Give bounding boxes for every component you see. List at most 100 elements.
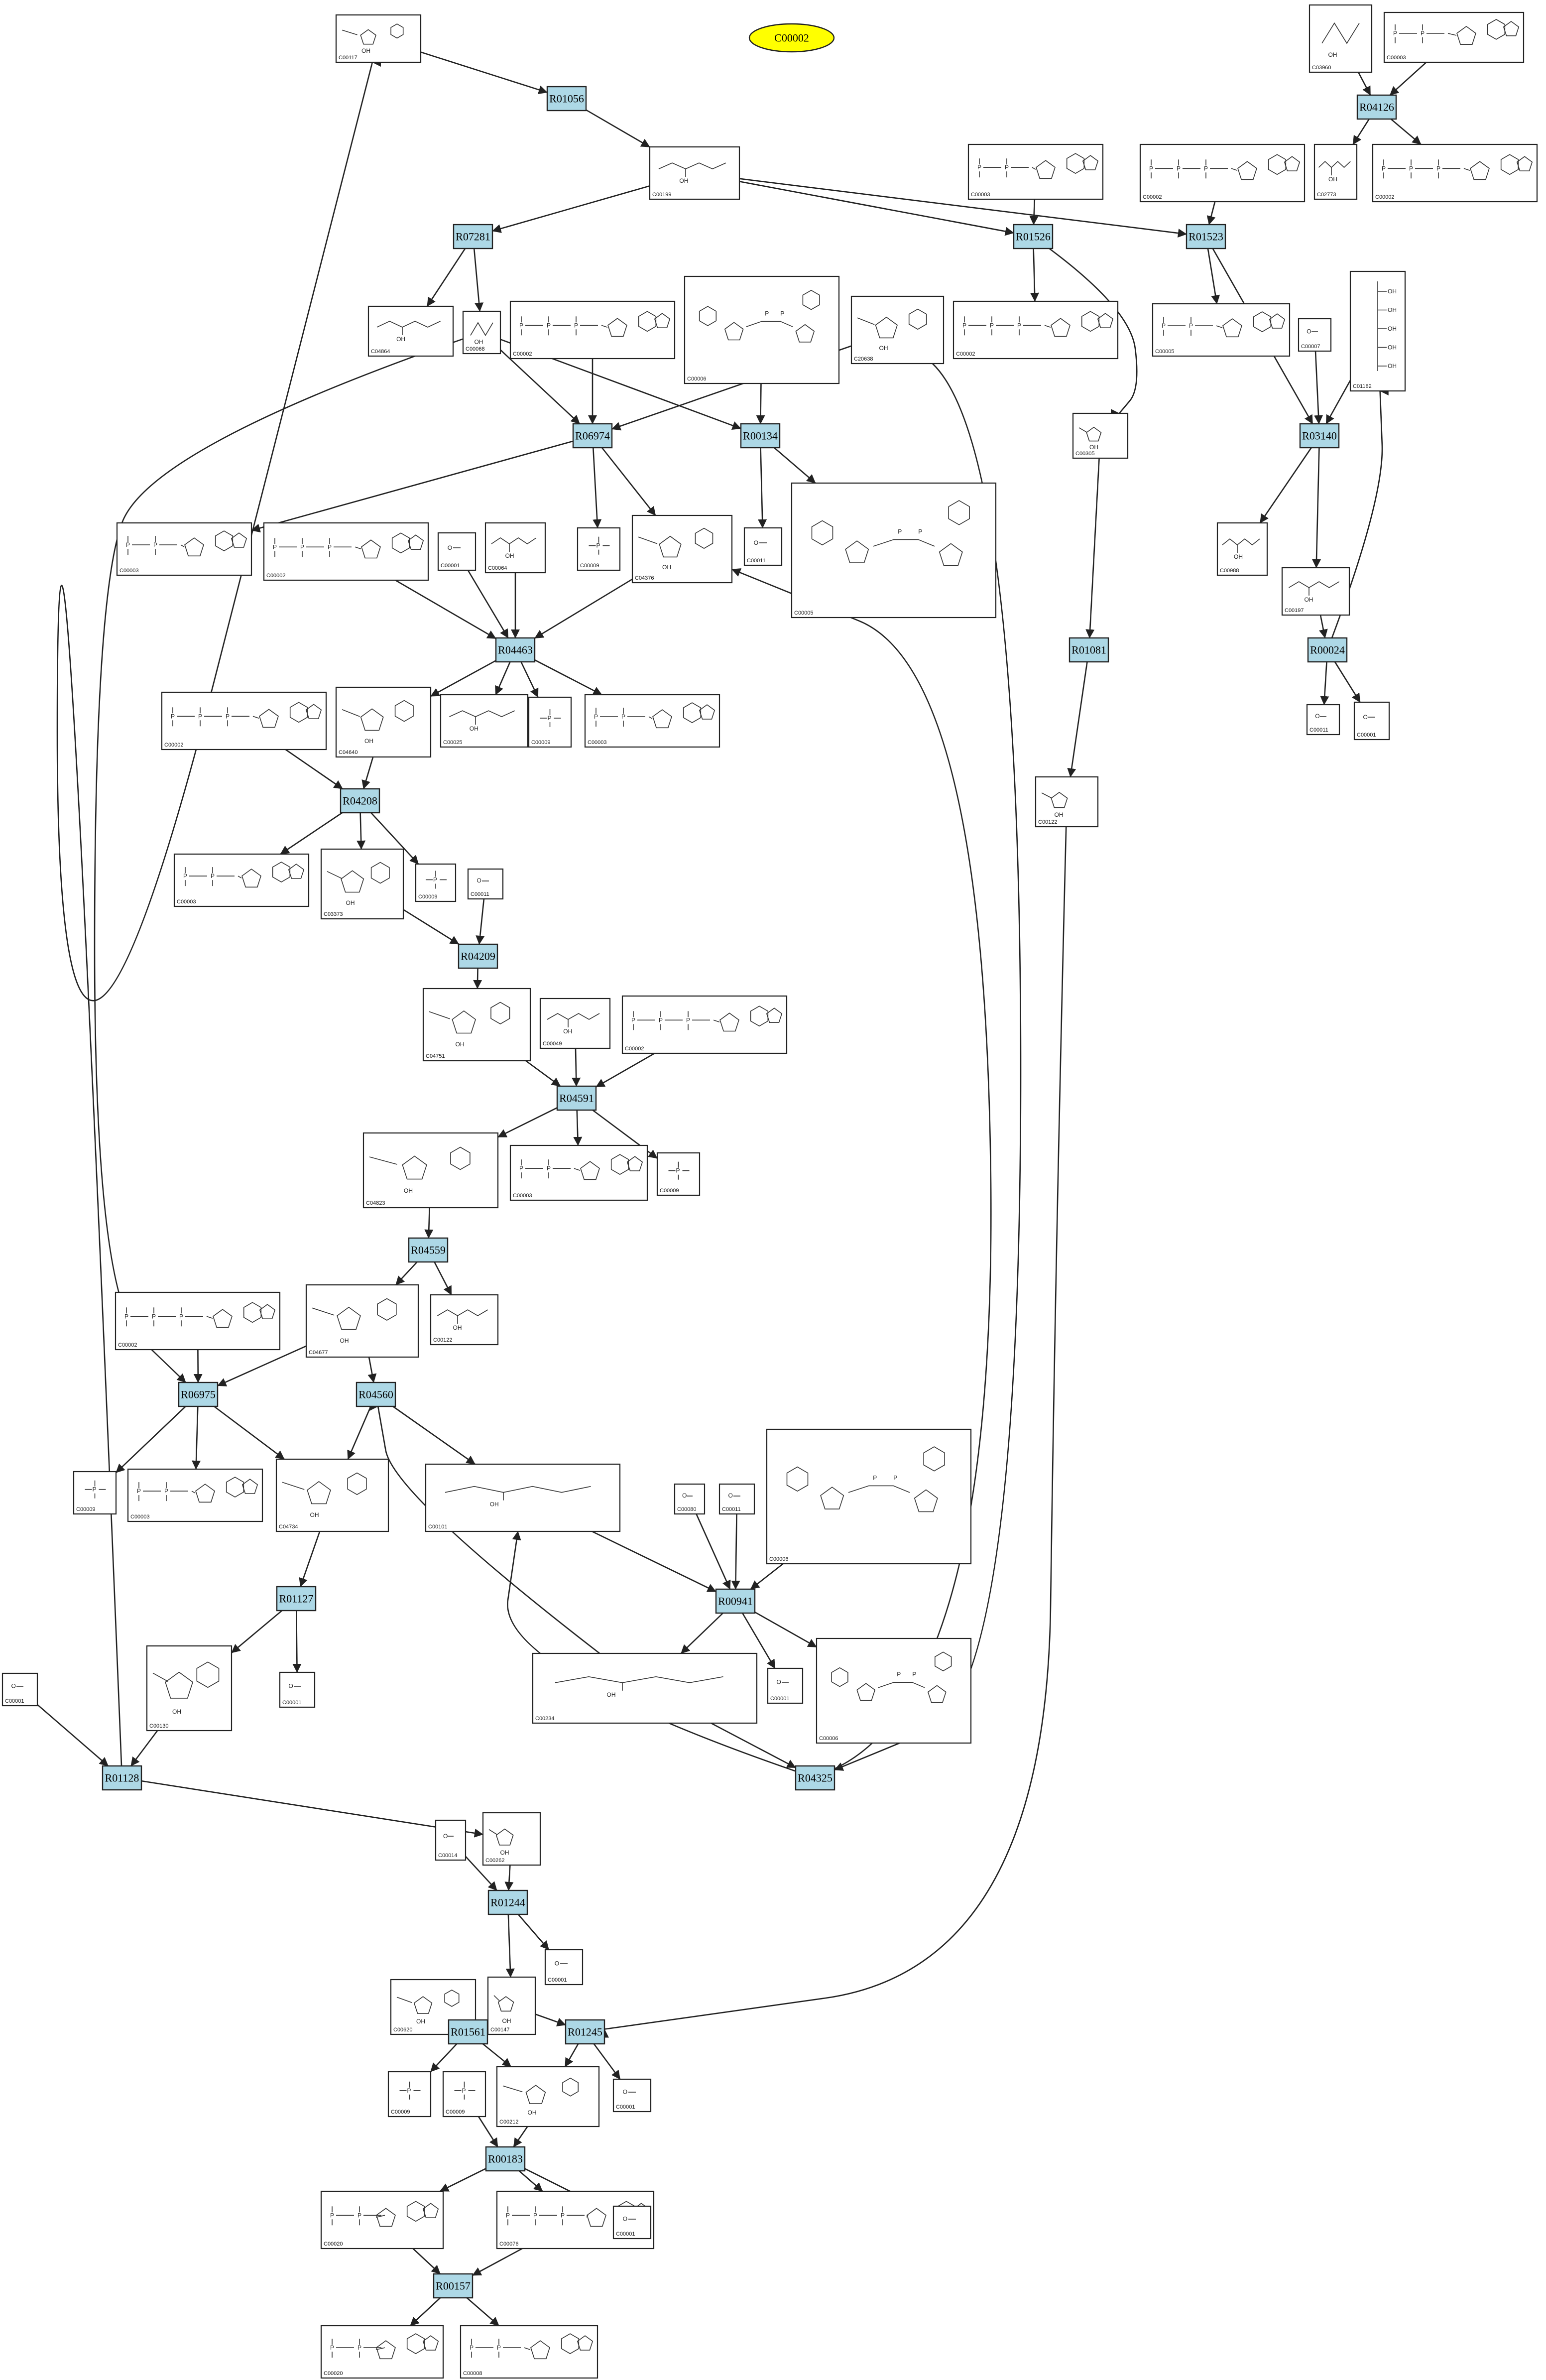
reaction-box[interactable]	[740, 423, 781, 449]
compound-box[interactable]	[173, 853, 310, 907]
compound-box[interactable]	[612, 2205, 652, 2240]
compound-box[interactable]	[462, 310, 501, 355]
reaction-node[interactable]: R04325	[795, 1765, 835, 1791]
compound-box[interactable]	[442, 2071, 486, 2118]
reaction-node[interactable]: R01526	[1013, 224, 1054, 250]
compound-box[interactable]	[1281, 567, 1350, 616]
compound-box[interactable]	[440, 694, 529, 748]
reaction-node[interactable]: R01523	[1186, 224, 1226, 250]
compound-box[interactable]	[1372, 143, 1538, 203]
compound-box[interactable]	[73, 1471, 117, 1515]
compound-box[interactable]	[539, 998, 611, 1049]
compound-box[interactable]	[684, 275, 840, 384]
reaction-node[interactable]: R00941	[715, 1588, 756, 1614]
reaction-box[interactable]	[1186, 224, 1226, 250]
compound-box[interactable]	[816, 1637, 972, 1744]
reaction-node[interactable]: R04463	[495, 637, 536, 663]
reaction-node[interactable]: R01056	[546, 86, 587, 112]
compound-box[interactable]	[631, 514, 733, 584]
reaction-box[interactable]	[572, 423, 613, 449]
compound-box[interactable]	[612, 2078, 652, 2113]
reaction-node[interactable]: R07281	[453, 224, 493, 250]
compound-box[interactable]	[1306, 704, 1340, 736]
reaction-box[interactable]	[448, 2019, 488, 2045]
compound-box[interactable]	[1298, 318, 1332, 352]
compound-box[interactable]	[496, 2066, 600, 2128]
compound-box[interactable]	[532, 1652, 758, 1724]
compound-box[interactable]	[649, 146, 740, 200]
compound-box[interactable]	[584, 694, 720, 748]
reaction-box[interactable]	[1069, 637, 1109, 663]
reaction-box[interactable]	[485, 2146, 526, 2172]
compound-box[interactable]	[367, 305, 454, 357]
compound-box[interactable]	[263, 522, 429, 581]
reaction-box[interactable]	[495, 637, 536, 663]
compound-box[interactable]	[437, 532, 476, 571]
compound-box[interactable]	[766, 1428, 972, 1565]
compound-box[interactable]	[335, 686, 432, 758]
reaction-box[interactable]	[102, 1765, 142, 1791]
reaction-box[interactable]	[340, 788, 380, 814]
compound-box[interactable]	[952, 300, 1119, 360]
compound-box[interactable]	[791, 482, 997, 619]
compound-box[interactable]	[435, 1819, 467, 1861]
reaction-node[interactable]: R06975	[178, 1381, 219, 1407]
reaction-node[interactable]: R00183	[485, 2146, 526, 2172]
reaction-node[interactable]: R00134	[740, 423, 781, 449]
reaction-node[interactable]: R01128	[102, 1765, 142, 1791]
reaction-box[interactable]	[1299, 423, 1340, 449]
reaction-box[interactable]	[178, 1381, 219, 1407]
reaction-node[interactable]: R04209	[458, 943, 498, 969]
reaction-node[interactable]: R00157	[433, 2273, 474, 2299]
compound-box[interactable]	[127, 1468, 263, 1522]
compound-box[interactable]	[656, 1152, 701, 1196]
reaction-node[interactable]: R01561	[448, 2019, 488, 2045]
reaction-box[interactable]	[795, 1765, 835, 1791]
reaction-node[interactable]: R01244	[487, 1889, 528, 1915]
reaction-box[interactable]	[715, 1588, 756, 1614]
compound-box[interactable]	[425, 1463, 621, 1532]
compound-box[interactable]	[320, 2190, 444, 2250]
compound-box[interactable]	[487, 1976, 536, 2035]
compound-box[interactable]	[1139, 143, 1306, 203]
reaction-node[interactable]: R04208	[340, 788, 380, 814]
